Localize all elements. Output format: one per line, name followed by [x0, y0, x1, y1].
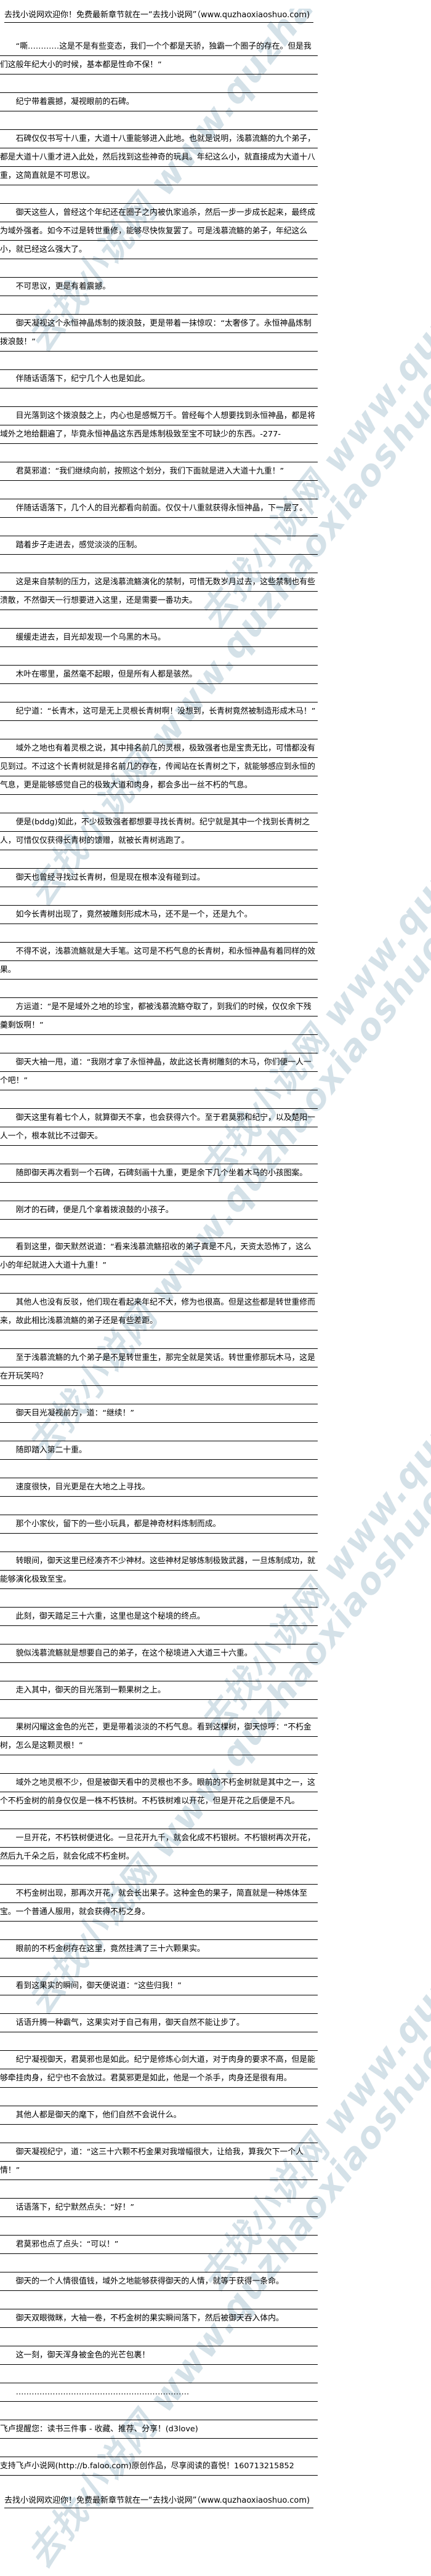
story-paragraph: 这一刻，御天浑身被金色的光芒包裹！ [15, 2351, 150, 2360]
story-paragraph: 一旦开花，不朽铁树便进化。一旦花开九千，就会化成不朽银树。不朽银树再次开花，然后… [0, 1833, 315, 1861]
story-paragraph: 御天这里有着七个人，就算御天不拿，也会获得六个。至于君莫邪和纪宁，以及楚阳一人一… [0, 1113, 315, 1141]
story-paragraph: 便是(bddg)如此，不少极致强者都想要寻找长青树。纪宁就是其中一个找到长青树之… [0, 818, 310, 845]
story-paragraph: 御天凝视纪宁，道：“这三十六颗不朽金果对我增幅很大，让给我，算我欠下一个人情！” [0, 2147, 304, 2175]
footer-support-link[interactable]: 支持飞卢小说网(http://b.faloo.com)原创作品，尽享阅读的喜悦！… [0, 2461, 294, 2471]
story-paragraph: 石碑仅仅书写十八重，大道十八重能够进入此地。也就是说明，浅慕流觞的九个弟子，都是… [0, 134, 315, 180]
story-paragraph: 目光落到这个拨浪鼓之上，内心也是感慨万千。曾经每个人想要找到永恒神晶，都是将域外… [0, 411, 315, 439]
story-paragraph: 纪宁道：“长青木，这可是无上灵根长青树啊！没想到，长青树竟然被制造形成木马！” [15, 707, 316, 716]
story-paragraph: 缓缓走进去，目光却发现一个乌黑的木马。 [15, 633, 166, 642]
story-paragraph: “嘶…………这是不是有些变态，我们一个个都是天骄，独霸一个圈子的存在。但是我们这… [0, 42, 312, 70]
story-paragraph: 看到这果实的瞬间，御天便说道：“这些归我！” [15, 1981, 182, 1990]
story-paragraph: 纪宁带着震撼，凝视眼前的石碑。 [15, 97, 134, 107]
story-paragraph: 这是来自禁制的压力，这是浅慕流觞演化的禁制，可惜无数岁月过去，这些禁制也有些溃散… [0, 578, 315, 605]
story-paragraph: 刚才的石碑，便是几个拿着拨浪鼓的小孩子。 [15, 1205, 174, 1215]
story-paragraph: 御天大袖一甩，道：“我刚才拿了永恒神晶，故此这长青树雕刻的木马，你们便一人一个吧… [0, 1058, 312, 1085]
story-paragraph: 至于浅慕流觞的九个弟子是不是转世重生，那完全就是笑话。转世重修那玩木马，这是在开… [0, 1353, 315, 1381]
story-paragraph: 御天的一个人情很值钱，域外之地能够获得御天的人情，就等于获得一条命。 [15, 2277, 284, 2286]
story-paragraph: 走入其中，御天的目光落到一颗果树之上。 [15, 1686, 166, 1695]
story-paragraph: 域外之地也有着灵根之说，其中排名前几的灵根，极致强者也是宝贵无比，可惜都没有见到… [0, 744, 315, 790]
story-paragraph: 御天凝视这个永恒神晶炼制的拨浪鼓，更是带着一抹惊叹：“太奢侈了。永恒神晶炼制拨浪… [0, 319, 312, 347]
story-paragraph: 如今长青树出现了，竟然被雕刻形成木马，还不是一个，还是九个。 [15, 910, 252, 919]
story-paragraph: ………………………………………………………… [15, 2388, 190, 2397]
story-paragraph: 伴随话语落下，几个人的目光都看向前面。仅仅十八重就获得永恒神晶，下一层了。 [15, 504, 308, 513]
story-paragraph: 其他人都是御天的麾下，他们自然不会说什么。 [15, 2111, 182, 2120]
site-banner-link[interactable]: 去找小说网欢迎你！免费最新章节就在一“去找小说网”（www.quzhaoxiao… [4, 9, 313, 23]
story-paragraph: 果树闪耀这金色的光芒，更是带着淡淡的不朽气息。看到这棵树，御天惊呼：“不朽金树，… [0, 1723, 312, 1750]
story-paragraph: 不朽金树出现，那再次开花，就会长出果子。这种金色的果子，简直就是一种炼体至宝。一… [0, 1889, 308, 1917]
story-paragraph: 木叶在哪里，虽然毫不起眼，但是所有人都是骇然。 [15, 670, 197, 679]
story-paragraph: 随即踏入第二十重。 [15, 1446, 87, 1455]
story-paragraph: 转眼间，御天这里已经凑齐不少神材。这些神材足够炼制极致武器，一旦炼制成功，就能够… [0, 1556, 315, 1584]
story-paragraph: 伴随话语落下，纪宁几个人也是如此。 [15, 374, 150, 384]
story-paragraph: 域外之地灵根不少，但是被御天看中的灵根也不多。眼前的不朽金树就是其中之一，这个不… [0, 1778, 315, 1806]
story-paragraph: 速度很快，目光更是在大地之上寻找。 [15, 1483, 150, 1492]
story-paragraph: 此刻，御天踏足三十六重，这里也是这个秘境的终点。 [15, 1612, 205, 1621]
chapter-text: “嘶…………这是不是有些变态，我们一个个都是天骄，独霸一个圈子的存在。但是我们这… [0, 38, 318, 2476]
story-paragraph: 眼前的不朽金树存在这里，竟然挂满了三十六颗果实。 [15, 1944, 205, 1954]
story-paragraph: 御天目光凝视前方，道：“继续！” [15, 1409, 135, 1418]
story-paragraph: 御天双眼微眯，大袖一卷，不朽金树的果实瞬间落下，然后被御天吞入体内。 [15, 2314, 284, 2323]
story-paragraph: 随即御天再次看到一个石碑，石碑刻画十九重，更是余下几个坐着木马的小孩图案。 [15, 1169, 308, 1178]
story-paragraph: 踏着步子走进去，感觉淡淡的压制。 [15, 541, 142, 550]
site-banner-link-bottom[interactable]: 去找小说网欢迎你！免费最新章节就在一“去找小说网”（www.quzhaoxiao… [4, 2494, 313, 2508]
story-paragraph: 不可思议，更是有着震撼。 [15, 282, 111, 291]
story-paragraph: 君莫邪道：“我们继续向前，按照这个划分，我们下面就是进入大道十九重！” [15, 467, 284, 476]
story-paragraph: 君莫邪也点了点头：“可以！” [15, 2240, 119, 2249]
story-paragraph: 话语升腾一种霸气，这果实对于自己有用，御天自然不能让步了。 [15, 2018, 244, 2027]
story-paragraph: 话语落下，纪宁默然点头：“好！” [15, 2203, 135, 2212]
story-paragraph: 看到这里，御天默然说道：“看来浅慕流觞招收的弟子真是不凡，天资太恐怖了，这么小的… [0, 1242, 312, 1270]
story-paragraph: 其他人也没有反驳，他们现在看起来年纪不大，修为也很高。但是这些都是转世重修而来，… [0, 1298, 315, 1326]
story-paragraph: 御天这些人，曾经这个年纪还在圈子之内被仇家追杀，然后一步一步成长起来，最终成为域… [0, 208, 315, 254]
story-paragraph: 貌似浅慕流觞就是想要自己的弟子，在这个秘境进入大道三十六重。 [15, 1649, 252, 1658]
footer-reminder: 飞卢提醒您：读书三件事 - 收藏、推荐、分享！(d3love) [0, 2425, 198, 2434]
story-paragraph: 方运道：“是不是域外之地的珍宝，都被浅慕流觞夺取了，到我们的时候，仅仅余下残羹剩… [0, 1002, 312, 1030]
story-paragraph: 御天也曾经寻找过长青树，但是现在根本没有碰到过。 [15, 873, 205, 882]
story-paragraph: 不得不说，浅慕流觞就是大手笔。这可是不朽气息的长青树，和永恒神晶有着同样的效果。 [0, 947, 315, 975]
story-paragraph: 纪宁凝视御天，君莫邪也是如此。纪宁是修炼心剑大道，对于肉身的要求不高，但是能够牵… [0, 2055, 315, 2083]
story-paragraph: 那个小家伙，留下的一些小玩具，都是神奇材料炼制而成。 [15, 1519, 221, 1529]
chapter-content: 去找小说网欢迎你！免费最新章节就在一“去找小说网”（www.quzhaoxiao… [0, 9, 318, 2508]
